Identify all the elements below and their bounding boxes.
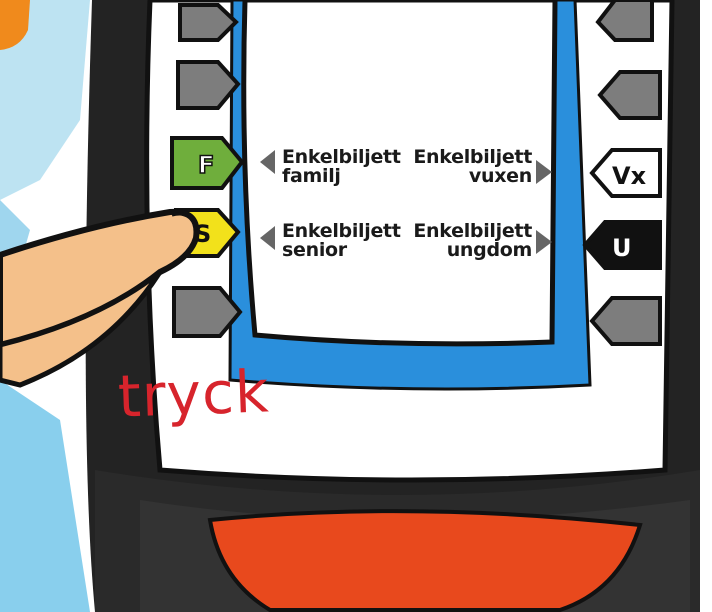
senior-option-text: Enkelbiljett senior xyxy=(282,222,401,260)
tryck-annotation: tryck xyxy=(117,357,271,430)
ungdom-option-text: Enkelbiljett ungdom xyxy=(410,222,532,260)
vuxen-option-text: Enkelbiljett vuxen xyxy=(410,148,532,186)
ticket-slot xyxy=(210,511,640,610)
familj-button-label: F xyxy=(198,151,214,179)
vuxen-button-label: Vx xyxy=(612,162,647,190)
ungdom-button-label: U xyxy=(612,234,632,262)
familj-option-text: Enkelbiljett familj xyxy=(282,148,401,186)
